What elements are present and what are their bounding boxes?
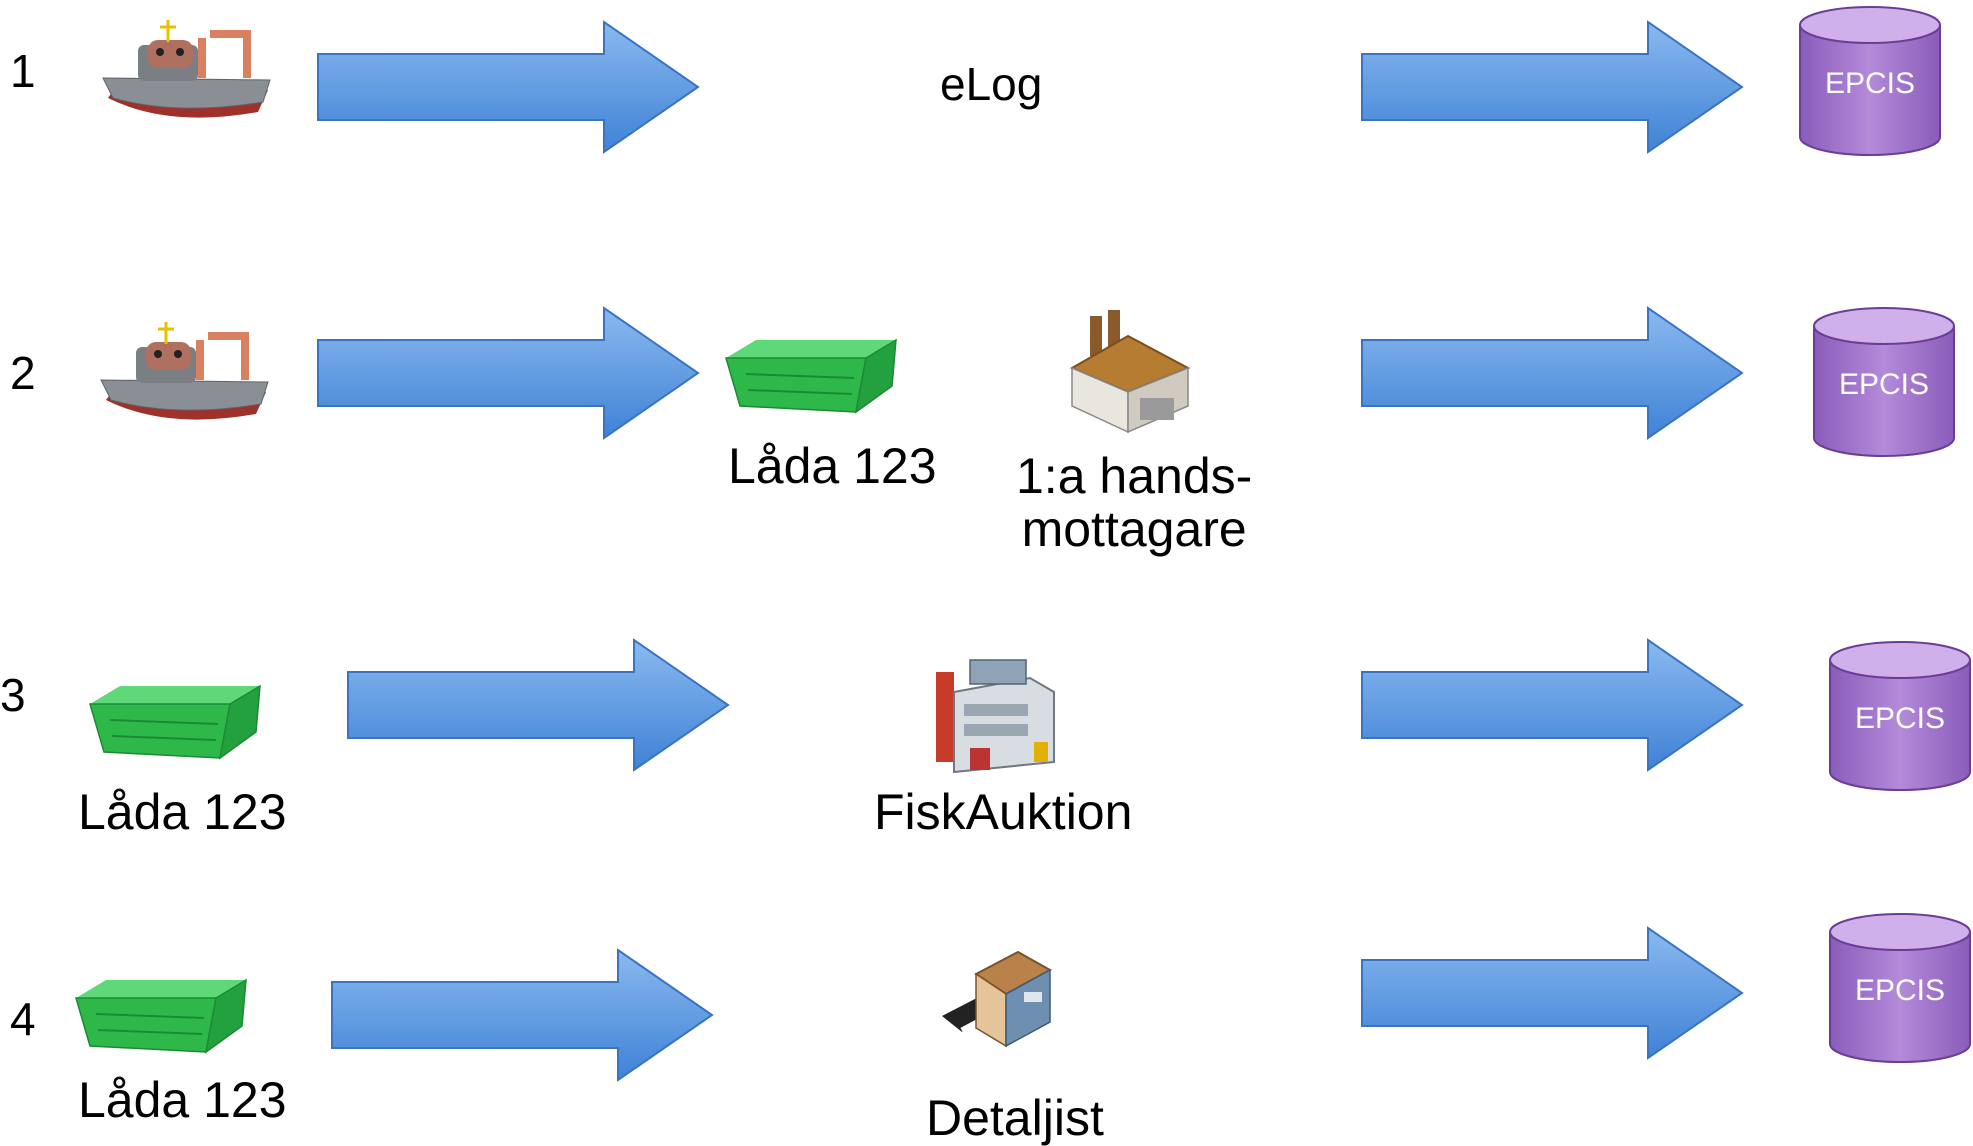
flow-arrow xyxy=(1360,638,1744,772)
retailer-label: Detaljist xyxy=(926,1090,1104,1146)
box-label: Låda 123 xyxy=(728,438,937,494)
auction-building-icon xyxy=(930,652,1060,782)
epcis-database-icon: EPCIS xyxy=(1812,306,1956,462)
flow-arrow xyxy=(1360,20,1744,154)
factory-icon xyxy=(1064,306,1194,436)
flow-arrow xyxy=(1360,306,1744,440)
box-label: Låda 123 xyxy=(78,1072,287,1128)
epcis-label: EPCIS xyxy=(1825,67,1915,100)
epcis-database-icon: EPCIS xyxy=(1828,640,1972,796)
flow-arrow xyxy=(1360,926,1744,1060)
flow-arrow xyxy=(330,948,714,1082)
elog-label: eLog xyxy=(940,58,1043,110)
crate-icon xyxy=(725,339,902,420)
crate-icon xyxy=(75,979,252,1060)
epcis-label: EPCIS xyxy=(1839,368,1929,401)
epcis-database-icon: EPCIS xyxy=(1798,5,1942,161)
flow-arrow xyxy=(346,638,730,772)
epcis-label: EPCIS xyxy=(1855,974,1945,1007)
epcis-database-icon: EPCIS xyxy=(1828,912,1972,1068)
retail-store-icon xyxy=(940,946,1070,1076)
fishing-boat-icon xyxy=(96,320,276,442)
first-hand-receiver-line1: 1:a hands- xyxy=(1016,448,1253,504)
row-number: 1 xyxy=(10,45,36,97)
first-hand-receiver-line2: mottagare xyxy=(1021,500,1247,557)
epcis-label: EPCIS xyxy=(1855,702,1945,735)
row-number: 2 xyxy=(10,347,36,399)
flow-arrow xyxy=(316,20,700,154)
row-number: 3 xyxy=(0,669,26,721)
fishing-boat-icon xyxy=(98,18,278,140)
box-label: Låda 123 xyxy=(78,784,287,840)
flow-arrow xyxy=(316,306,700,440)
fish-auction-label: FiskAuktion xyxy=(874,784,1133,840)
row-number: 4 xyxy=(10,993,36,1045)
crate-icon xyxy=(89,685,266,766)
first-hand-receiver-label: 1:a hands- mottagare xyxy=(1016,450,1252,555)
